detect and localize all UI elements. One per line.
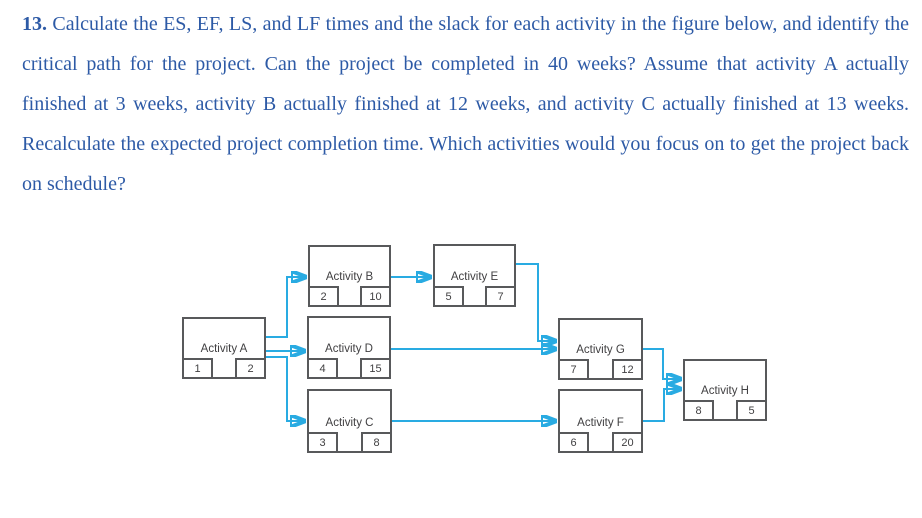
activity-d-label: Activity D xyxy=(325,343,373,355)
activity-node-a: Activity A 1 2 xyxy=(182,317,266,379)
activity-a-right-value: 2 xyxy=(235,358,266,379)
activity-f-label: Activity F xyxy=(577,417,624,429)
activity-h-label: Activity H xyxy=(701,385,749,397)
activity-c-label: Activity C xyxy=(325,417,374,429)
activity-e-left-value: 5 xyxy=(433,286,464,307)
activity-c-right-value: 8 xyxy=(361,432,392,453)
problem-statement: 13. Calculate the ES, EF, LS, and LF tim… xyxy=(22,0,909,204)
activity-c-left-value: 3 xyxy=(307,432,338,453)
activity-b-right-value: 10 xyxy=(360,286,391,307)
activity-node-f: Activity F 6 20 xyxy=(558,389,643,453)
activity-node-e: Activity E 5 7 xyxy=(433,244,516,307)
activity-g-right-value: 12 xyxy=(612,359,643,380)
activity-b-left-value: 2 xyxy=(308,286,339,307)
activity-b-label: Activity B xyxy=(325,271,374,283)
problem-text: Calculate the ES, EF, LS, and LF times a… xyxy=(22,13,910,195)
activity-g-label: Activity G xyxy=(576,344,625,356)
activity-f-right-value: 20 xyxy=(612,432,643,453)
edge-e-to-g-arrow xyxy=(516,263,556,341)
edge-g-to-h-arrow xyxy=(643,348,681,379)
edge-a-to-b-arrow xyxy=(266,277,306,338)
activity-e-right-value: 7 xyxy=(485,286,516,307)
activity-d-right-value: 15 xyxy=(360,358,391,379)
edge-f-to-h-arrow xyxy=(643,389,681,422)
activity-node-b: Activity B 2 10 xyxy=(308,245,391,307)
activity-g-left-value: 7 xyxy=(558,359,589,380)
activity-f-left-value: 6 xyxy=(558,432,589,453)
problem-number: 13. xyxy=(22,13,47,35)
activity-a-left-value: 1 xyxy=(182,358,213,379)
activity-node-g: Activity G 7 12 xyxy=(558,318,643,380)
edge-a-to-c-arrow xyxy=(266,356,305,421)
activity-h-right-value: 5 xyxy=(736,400,767,421)
activity-node-h: Activity H 8 5 xyxy=(683,359,767,421)
activity-node-d: Activity D 4 15 xyxy=(307,316,391,379)
activity-d-left-value: 4 xyxy=(307,358,338,379)
activity-e-label: Activity E xyxy=(450,271,499,283)
activity-h-left-value: 8 xyxy=(683,400,714,421)
activity-a-label: Activity A xyxy=(200,343,248,355)
activity-node-c: Activity C 3 8 xyxy=(307,389,392,453)
